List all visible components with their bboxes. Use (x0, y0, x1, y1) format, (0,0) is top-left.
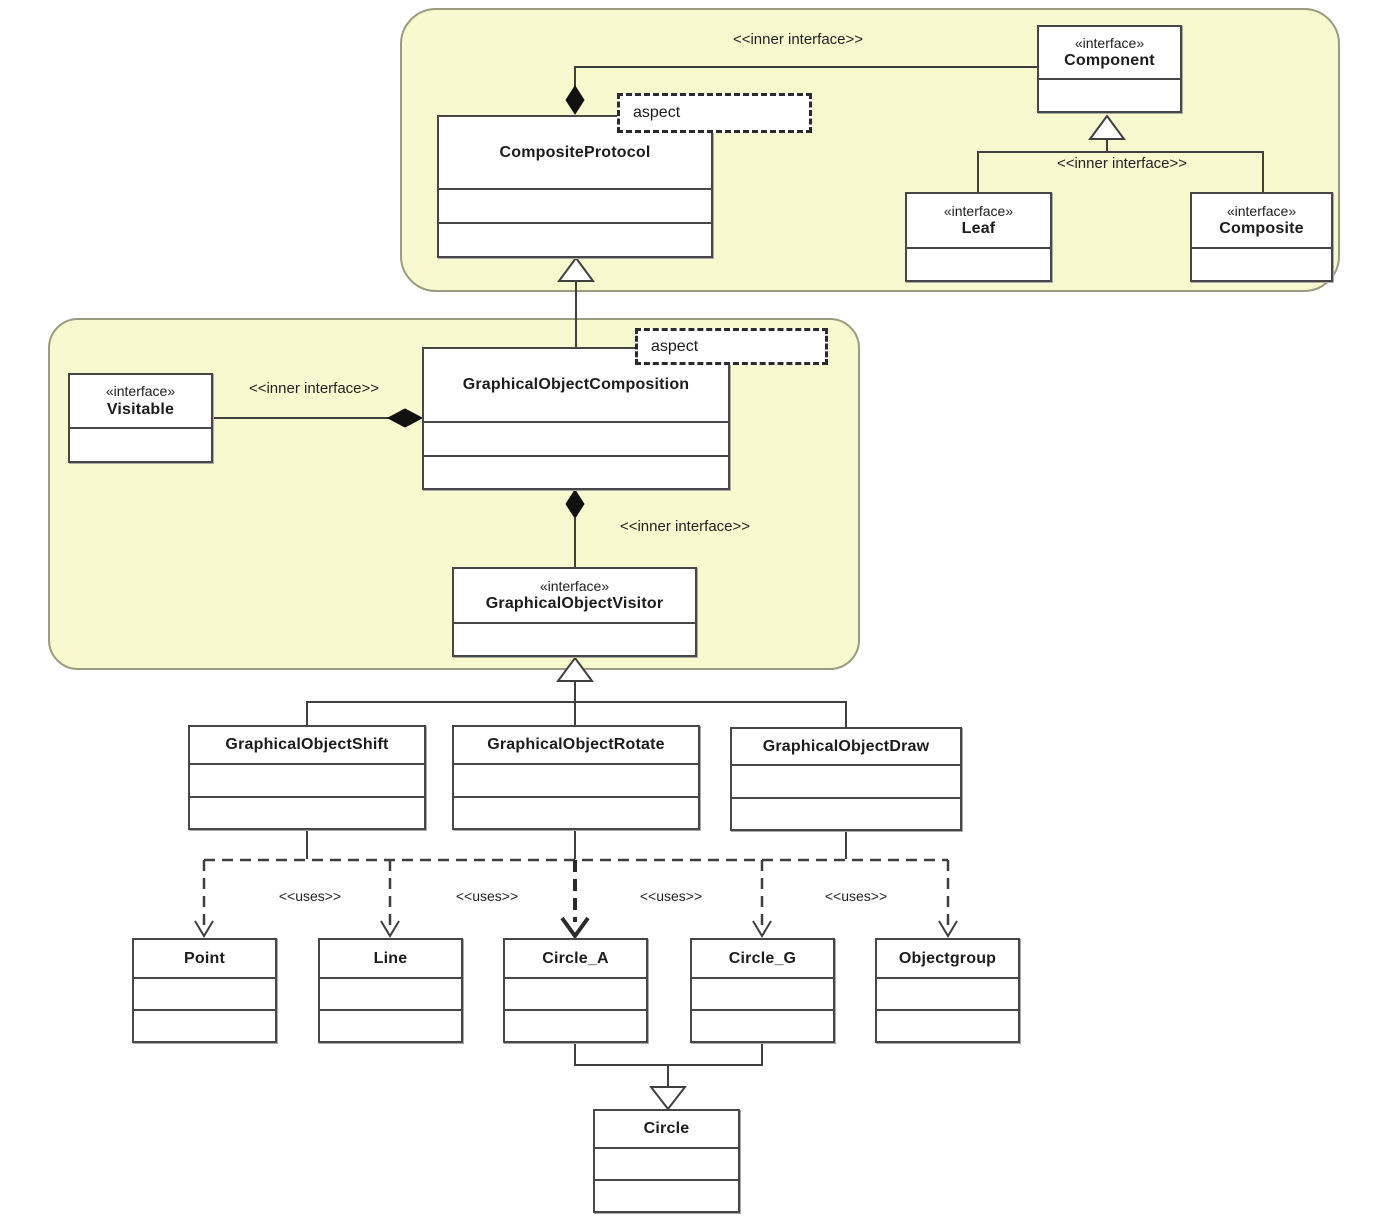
class-name: GraphicalObjectComposition (462, 376, 690, 394)
attributes-compartment (877, 977, 1018, 1009)
class-objectgroup: Objectgroup (875, 938, 1020, 1043)
uses-label-1: <<uses>> (278, 888, 342, 904)
arrowhead-circle-a (560, 916, 590, 940)
aspect-box-middle: aspect (635, 328, 828, 365)
aspect-box-top: aspect (617, 93, 812, 133)
composition-edge-compositeprotocol-component (574, 66, 1037, 88)
triangle-gov (556, 656, 594, 682)
class-name: Objectgroup (898, 949, 997, 967)
operations-compartment (134, 1009, 275, 1041)
operations-compartment (505, 1009, 646, 1041)
operations-compartment (190, 795, 424, 828)
class-point: Point (132, 938, 277, 1043)
attributes-compartment (907, 247, 1050, 280)
class-circle-a: Circle_A (503, 938, 648, 1043)
gen-bus-circle (574, 1043, 763, 1066)
class-graphical-object-rotate: GraphicalObjectRotate (452, 725, 700, 830)
attributes-compartment (424, 421, 728, 455)
class-leaf: «interface» Leaf (905, 192, 1052, 282)
aspect-label: aspect (651, 337, 699, 355)
class-name: Circle_G (728, 949, 797, 967)
class-name: Composite (1219, 220, 1304, 238)
attributes-compartment (595, 1147, 738, 1179)
class-line: Line (318, 938, 463, 1043)
attributes-compartment (454, 622, 695, 655)
class-name: GraphicalObjectShift (225, 736, 389, 754)
class-name: Visitable (106, 400, 175, 418)
class-graphical-object-composition: GraphicalObjectComposition (422, 347, 730, 490)
diamond-goc-left (386, 408, 424, 428)
triangle-compositeprotocol (557, 256, 595, 282)
uses-label-4: <<uses>> (824, 888, 888, 904)
triangle-circle (648, 1086, 688, 1111)
arrowhead-circle-g (752, 920, 772, 938)
inner-interface-label-component: <<inner interface>> (1056, 155, 1188, 172)
attributes-compartment (454, 763, 698, 796)
attributes-compartment (505, 977, 646, 1009)
attributes-compartment (692, 977, 833, 1009)
class-name: GraphicalObjectRotate (487, 736, 665, 754)
attributes-compartment (190, 763, 424, 796)
diamond-goc-bottom (565, 489, 585, 519)
class-circle-g: Circle_G (690, 938, 835, 1043)
stereotype-label: «interface» (539, 577, 610, 594)
operations-compartment (877, 1009, 1018, 1041)
class-name: Line (373, 949, 408, 967)
stereotype-label: «interface» (1226, 202, 1297, 219)
class-name: Point (184, 949, 225, 967)
attributes-compartment (1192, 247, 1331, 280)
inner-interface-label-goc: <<inner interface>> (619, 518, 751, 535)
attributes-compartment (1039, 78, 1180, 111)
class-graphical-object-shift: GraphicalObjectShift (188, 725, 426, 830)
arrowhead-point (194, 920, 214, 938)
class-name: Circle_A (542, 949, 609, 967)
operations-compartment (595, 1179, 738, 1211)
class-graphical-object-draw: GraphicalObjectDraw (730, 727, 962, 831)
arrowhead-objectgroup (938, 920, 958, 938)
aspect-label: aspect (633, 104, 681, 121)
class-graphical-object-visitor: «interface» GraphicalObjectVisitor (452, 567, 697, 657)
class-composite: «interface» Composite (1190, 192, 1333, 282)
class-component: «interface» Component (1037, 25, 1182, 113)
class-visitable: «interface» Visitable (68, 373, 213, 463)
inner-interface-label-top: <<inner interface>> (732, 31, 864, 48)
triangle-component (1088, 114, 1126, 140)
attributes-compartment (320, 977, 461, 1009)
attributes-compartment (439, 188, 711, 222)
attributes-compartment (134, 977, 275, 1009)
class-name: GraphicalObjectDraw (762, 737, 930, 755)
gen-bus-leaf-composite (977, 151, 1264, 192)
gen-bus-children (306, 701, 847, 727)
operations-compartment (732, 796, 960, 829)
operations-compartment (424, 454, 728, 488)
attributes-compartment (732, 764, 960, 797)
operations-compartment (454, 795, 698, 828)
stereotype-label: «interface» (943, 202, 1014, 219)
class-circle: Circle (593, 1109, 740, 1213)
class-name: Leaf (961, 220, 996, 238)
diamond-compositeprotocol (565, 85, 585, 115)
attributes-compartment (70, 427, 211, 461)
class-name: Circle (643, 1120, 690, 1138)
arrowhead-line (380, 920, 400, 938)
operations-compartment (692, 1009, 833, 1041)
operations-compartment (439, 222, 711, 256)
class-composite-protocol: CompositeProtocol (437, 115, 713, 258)
class-name: Component (1064, 52, 1155, 70)
class-name: GraphicalObjectVisitor (485, 595, 664, 613)
operations-compartment (320, 1009, 461, 1041)
uses-label-3: <<uses>> (639, 888, 703, 904)
class-name: CompositeProtocol (499, 143, 651, 161)
stereotype-label: «interface» (105, 383, 176, 399)
uses-label-2: <<uses>> (455, 888, 519, 904)
stereotype-label: «interface» (1074, 34, 1145, 51)
inner-interface-label-visitable: <<inner interface>> (248, 380, 380, 397)
